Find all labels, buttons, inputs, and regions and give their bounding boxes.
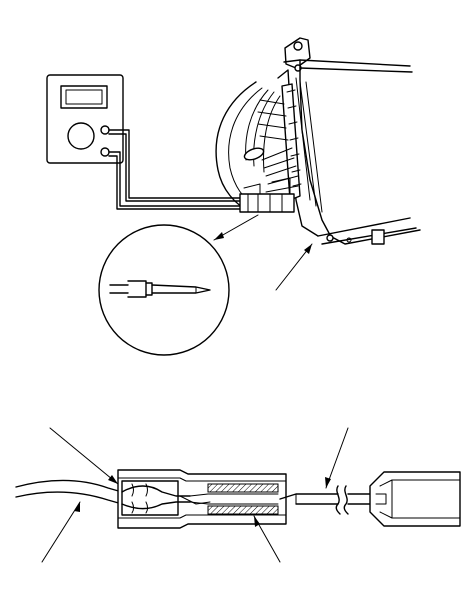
contact-spring-top: [207, 483, 279, 493]
connector-block: [281, 83, 301, 201]
multimeter-display-inner: [65, 89, 103, 105]
section-leaders: [41, 427, 349, 563]
leader-wire-line: [41, 501, 81, 563]
probe-connection-lines: [247, 193, 283, 213]
housing-rivet: [346, 237, 352, 243]
probe-connection-top: [243, 177, 291, 195]
unit-leader-arrowhead: [304, 244, 312, 254]
multimeter-jack-negative: [100, 147, 110, 157]
crimp-wire-top: [121, 485, 191, 497]
terminal-housing-inner-top: [117, 477, 287, 482]
cross-section: [15, 469, 461, 529]
test-lead-lower-edge: [108, 155, 241, 210]
wire-harness: [215, 81, 299, 213]
housing-bottom-tab: [371, 229, 385, 245]
harness-tie: [243, 147, 265, 161]
test-lead-lower: [108, 151, 241, 207]
terminal-housing-inner-bottom: [117, 514, 287, 519]
detail-circle: [98, 224, 230, 356]
housing-back-lines: [295, 77, 323, 213]
housing-screw: [326, 234, 334, 242]
housing-bottom-edge: [317, 217, 411, 237]
crimp-cavity: [121, 480, 179, 516]
needle-top: [279, 493, 339, 500]
probe-handle-grip: [391, 479, 461, 519]
harness-outer-curve: [215, 81, 257, 211]
wire-upper: [15, 479, 123, 493]
probe-handle-ferrule: [379, 479, 393, 519]
multimeter-dial: [67, 122, 95, 150]
control-unit: [277, 37, 421, 245]
harness-wire-cross: [257, 99, 289, 141]
housing-top-edge: [299, 59, 411, 67]
probe-connection-block: [239, 193, 295, 213]
contact-spring-bottom: [207, 505, 279, 515]
test-lead-upper: [108, 129, 241, 199]
mounting-hole: [293, 41, 303, 51]
probe-detail: [98, 224, 230, 356]
leader-terminal-arrowhead: [108, 475, 118, 484]
break-mark-left: [335, 485, 341, 515]
test-lead-upper-edge: [108, 133, 241, 202]
unit-leader: [275, 243, 313, 291]
leader-contact-arrowhead: [254, 516, 260, 527]
probe-handle-tip-collar: [375, 493, 387, 505]
housing-front-inner: [277, 69, 319, 237]
wire-lower: [15, 491, 123, 505]
leader-wire-arrowhead: [74, 502, 80, 512]
harness-wire-3: [263, 95, 281, 173]
probe-wire: [109, 284, 129, 294]
unit-leader-line: [275, 243, 313, 291]
detail-leader: [213, 214, 259, 241]
housing-bottom-edge-2: [321, 227, 417, 245]
contact-flex: [179, 495, 211, 505]
probe-needle: [151, 284, 211, 294]
contact-channel: [189, 493, 279, 505]
multimeter-jack-positive: [100, 125, 110, 135]
leader-needle-arrowhead: [325, 477, 331, 488]
leader-terminal-line: [49, 427, 119, 485]
housing-bottom-lip: [329, 229, 421, 245]
leader-needle-line: [325, 427, 349, 489]
probe-collar: [145, 282, 153, 296]
needle-shaft-right: [347, 493, 371, 505]
probe-handle: [127, 280, 147, 298]
break-mark-right: [343, 485, 349, 515]
connector-pins: [286, 89, 302, 187]
test-leads: [108, 129, 241, 210]
detail-leader-arrowhead: [214, 232, 224, 240]
multimeter: [46, 74, 124, 164]
housing-top-edge-2: [299, 67, 413, 73]
multimeter-display: [60, 85, 108, 109]
crimp-ridges: [131, 483, 148, 514]
harness-wires-lower: [261, 147, 299, 193]
